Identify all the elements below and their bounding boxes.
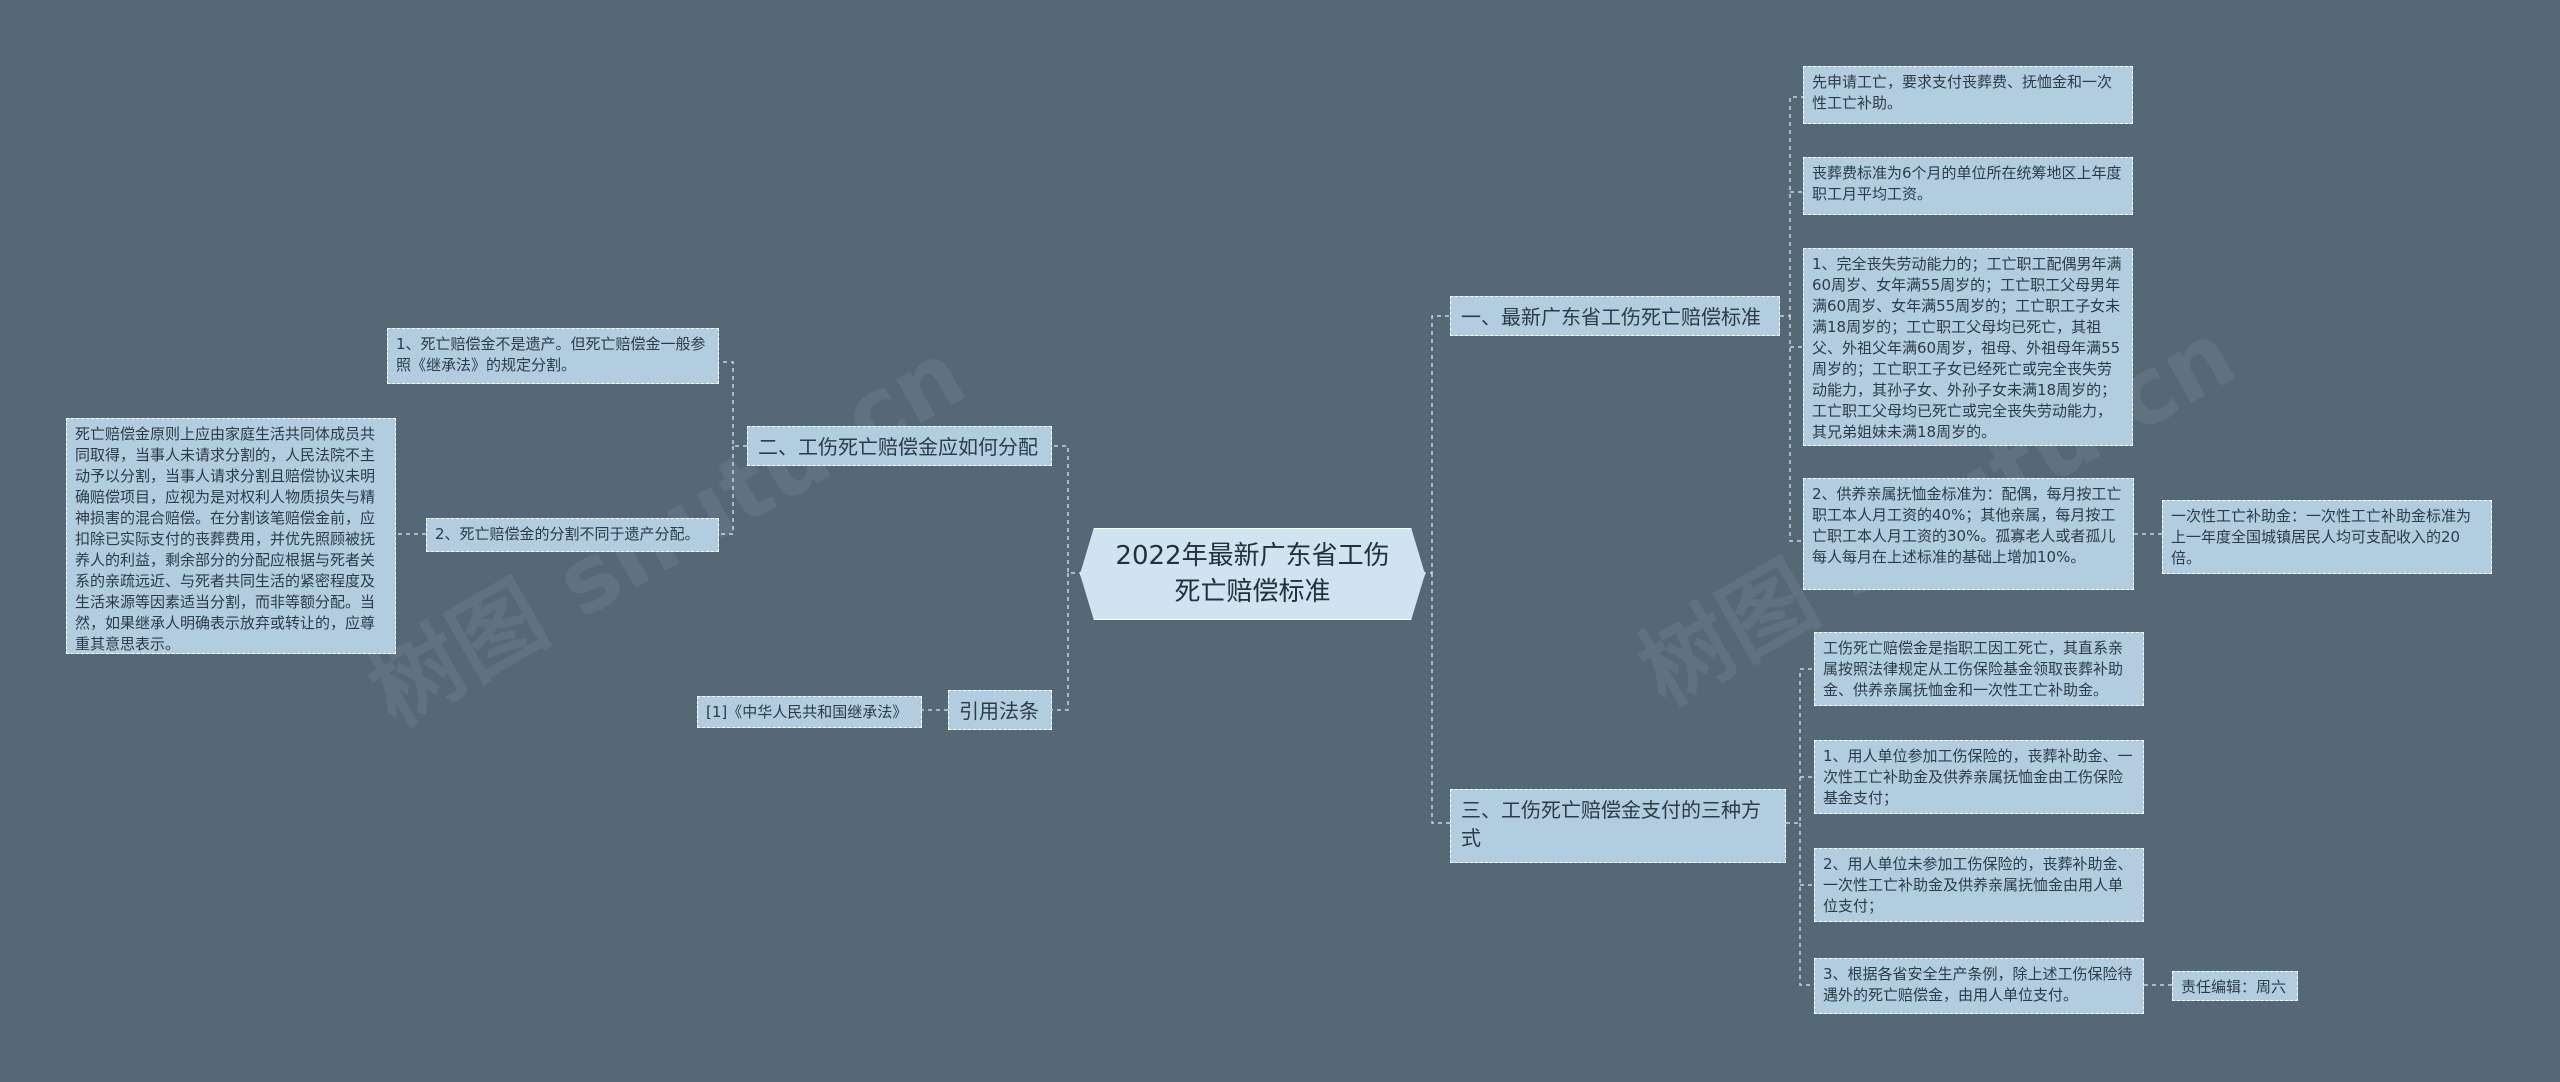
item-pension-standard[interactable]: 2、供养亲属抚恤金标准为：配偶，每月按工亡职工本人月工资的40%；其他亲属，每月… [1803,478,2134,590]
item-distribution-principle[interactable]: 死亡赔偿金原则上应由家庭生活共同体成员共同取得，当事人未请求分割的，人民法院不主… [66,418,396,654]
item-apply-work-death[interactable]: 先申请工亡，要求支付丧葬费、抚恤金和一次性工亡补助。 [1803,66,2133,124]
branch-distribution[interactable]: 二、工伤死亡赔偿金应如何分配 [747,426,1052,466]
item-lump-sum-subsidy[interactable]: 一次性工亡补助金：一次性工亡补助金标准为上一年度全国城镇居民人均可支配收入的20… [2162,500,2492,574]
branch-cited-law[interactable]: 引用法条 [948,690,1052,730]
branch-standard[interactable]: 一、最新广东省工伤死亡赔偿标准 [1450,296,1780,336]
item-dependent-conditions[interactable]: 1、完全丧失劳动能力的；工亡职工配偶男年满60周岁、女年满55周岁的；工亡职工父… [1803,248,2133,446]
item-insured-employer[interactable]: 1、用人单位参加工伤保险的，丧葬补助金、一次性工亡补助金及供养亲属抚恤金由工伤保… [1814,740,2144,814]
item-provincial-regulation[interactable]: 3、根据各省安全生产条例，除上述工伤保险待遇外的死亡赔偿金，由用人单位支付。 [1814,958,2144,1014]
item-not-inheritance[interactable]: 1、死亡赔偿金不是遗产。但死亡赔偿金一般参照《继承法》的规定分割。 [387,328,719,384]
item-different-from-estate[interactable]: 2、死亡赔偿金的分割不同于遗产分配。 [426,518,719,552]
item-uninsured-employer[interactable]: 2、用人单位未参加工伤保险的，丧葬补助金、一次性工亡补助金及供养亲属抚恤金由用人… [1814,848,2144,922]
item-inheritance-law[interactable]: [1]《中华人民共和国继承法》 [697,696,922,728]
branch-payment-methods[interactable]: 三、工伤死亡赔偿金支付的三种方式 [1450,789,1786,863]
item-compensation-definition[interactable]: 工伤死亡赔偿金是指职工因工死亡，其直系亲属按照法律规定从工伤保险基金领取丧葬补助… [1814,632,2144,706]
item-funeral-fee[interactable]: 丧葬费标准为6个月的单位所在统筹地区上年度职工月平均工资。 [1803,157,2133,215]
editor-credit[interactable]: 责任编辑：周六 [2172,971,2298,1001]
central-topic[interactable]: 2022年最新广东省工伤死亡赔偿标准 [1080,528,1425,620]
